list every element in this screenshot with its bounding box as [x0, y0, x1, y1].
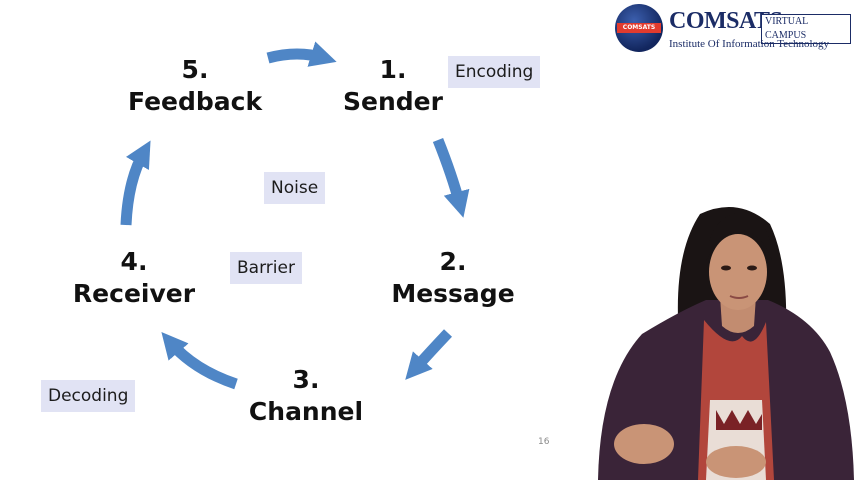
node-channel-number: 3.	[292, 365, 320, 394]
logo-emblem: COMSATS	[615, 4, 663, 52]
node-channel-label: Channel	[248, 397, 364, 426]
logo-emblem-text: COMSATS	[617, 23, 661, 33]
page-number: 16	[538, 437, 550, 447]
node-channel: 3. Channel	[244, 364, 368, 428]
presenter-image	[598, 206, 854, 480]
arrow-receiver-to-feedback	[120, 140, 151, 226]
cycle-arrows	[120, 41, 470, 390]
node-sender: 1. Sender	[338, 54, 448, 118]
logo-subtitle: Institute Of Information Technology	[669, 38, 830, 50]
node-receiver-label: Receiver	[72, 279, 196, 308]
node-sender-label: Sender	[343, 87, 443, 116]
node-feedback: 5. Feedback	[128, 54, 262, 118]
arrow-channel-to-receiver	[161, 331, 238, 390]
tag-noise: Noise	[264, 172, 326, 204]
arrow-message-to-channel	[405, 329, 452, 380]
node-message: 2. Message	[390, 246, 516, 310]
comsats-logo: COMSATS COMSATS VIRTUAL CAMPUS Institute…	[615, 4, 851, 56]
tag-encoding: Encoding	[448, 56, 541, 88]
node-receiver-number: 4.	[120, 247, 148, 276]
node-feedback-number: 5.	[181, 55, 209, 84]
node-message-number: 2.	[439, 247, 467, 276]
node-receiver: 4. Receiver	[70, 246, 198, 310]
tag-barrier: Barrier	[230, 252, 302, 284]
node-sender-number: 1.	[379, 55, 407, 84]
node-message-label: Message	[391, 279, 515, 308]
arrow-sender-to-message	[432, 137, 470, 218]
arrow-feedback-to-sender	[266, 41, 337, 67]
tag-decoding: Decoding	[41, 380, 136, 412]
presenter-video	[560, 0, 854, 480]
logo-virtual-campus-badge: VIRTUAL CAMPUS	[761, 14, 851, 44]
node-feedback-label: Feedback	[128, 87, 263, 116]
slide: 5. Feedback 1. Sender 2. Message 3. Chan…	[41, 41, 550, 447]
